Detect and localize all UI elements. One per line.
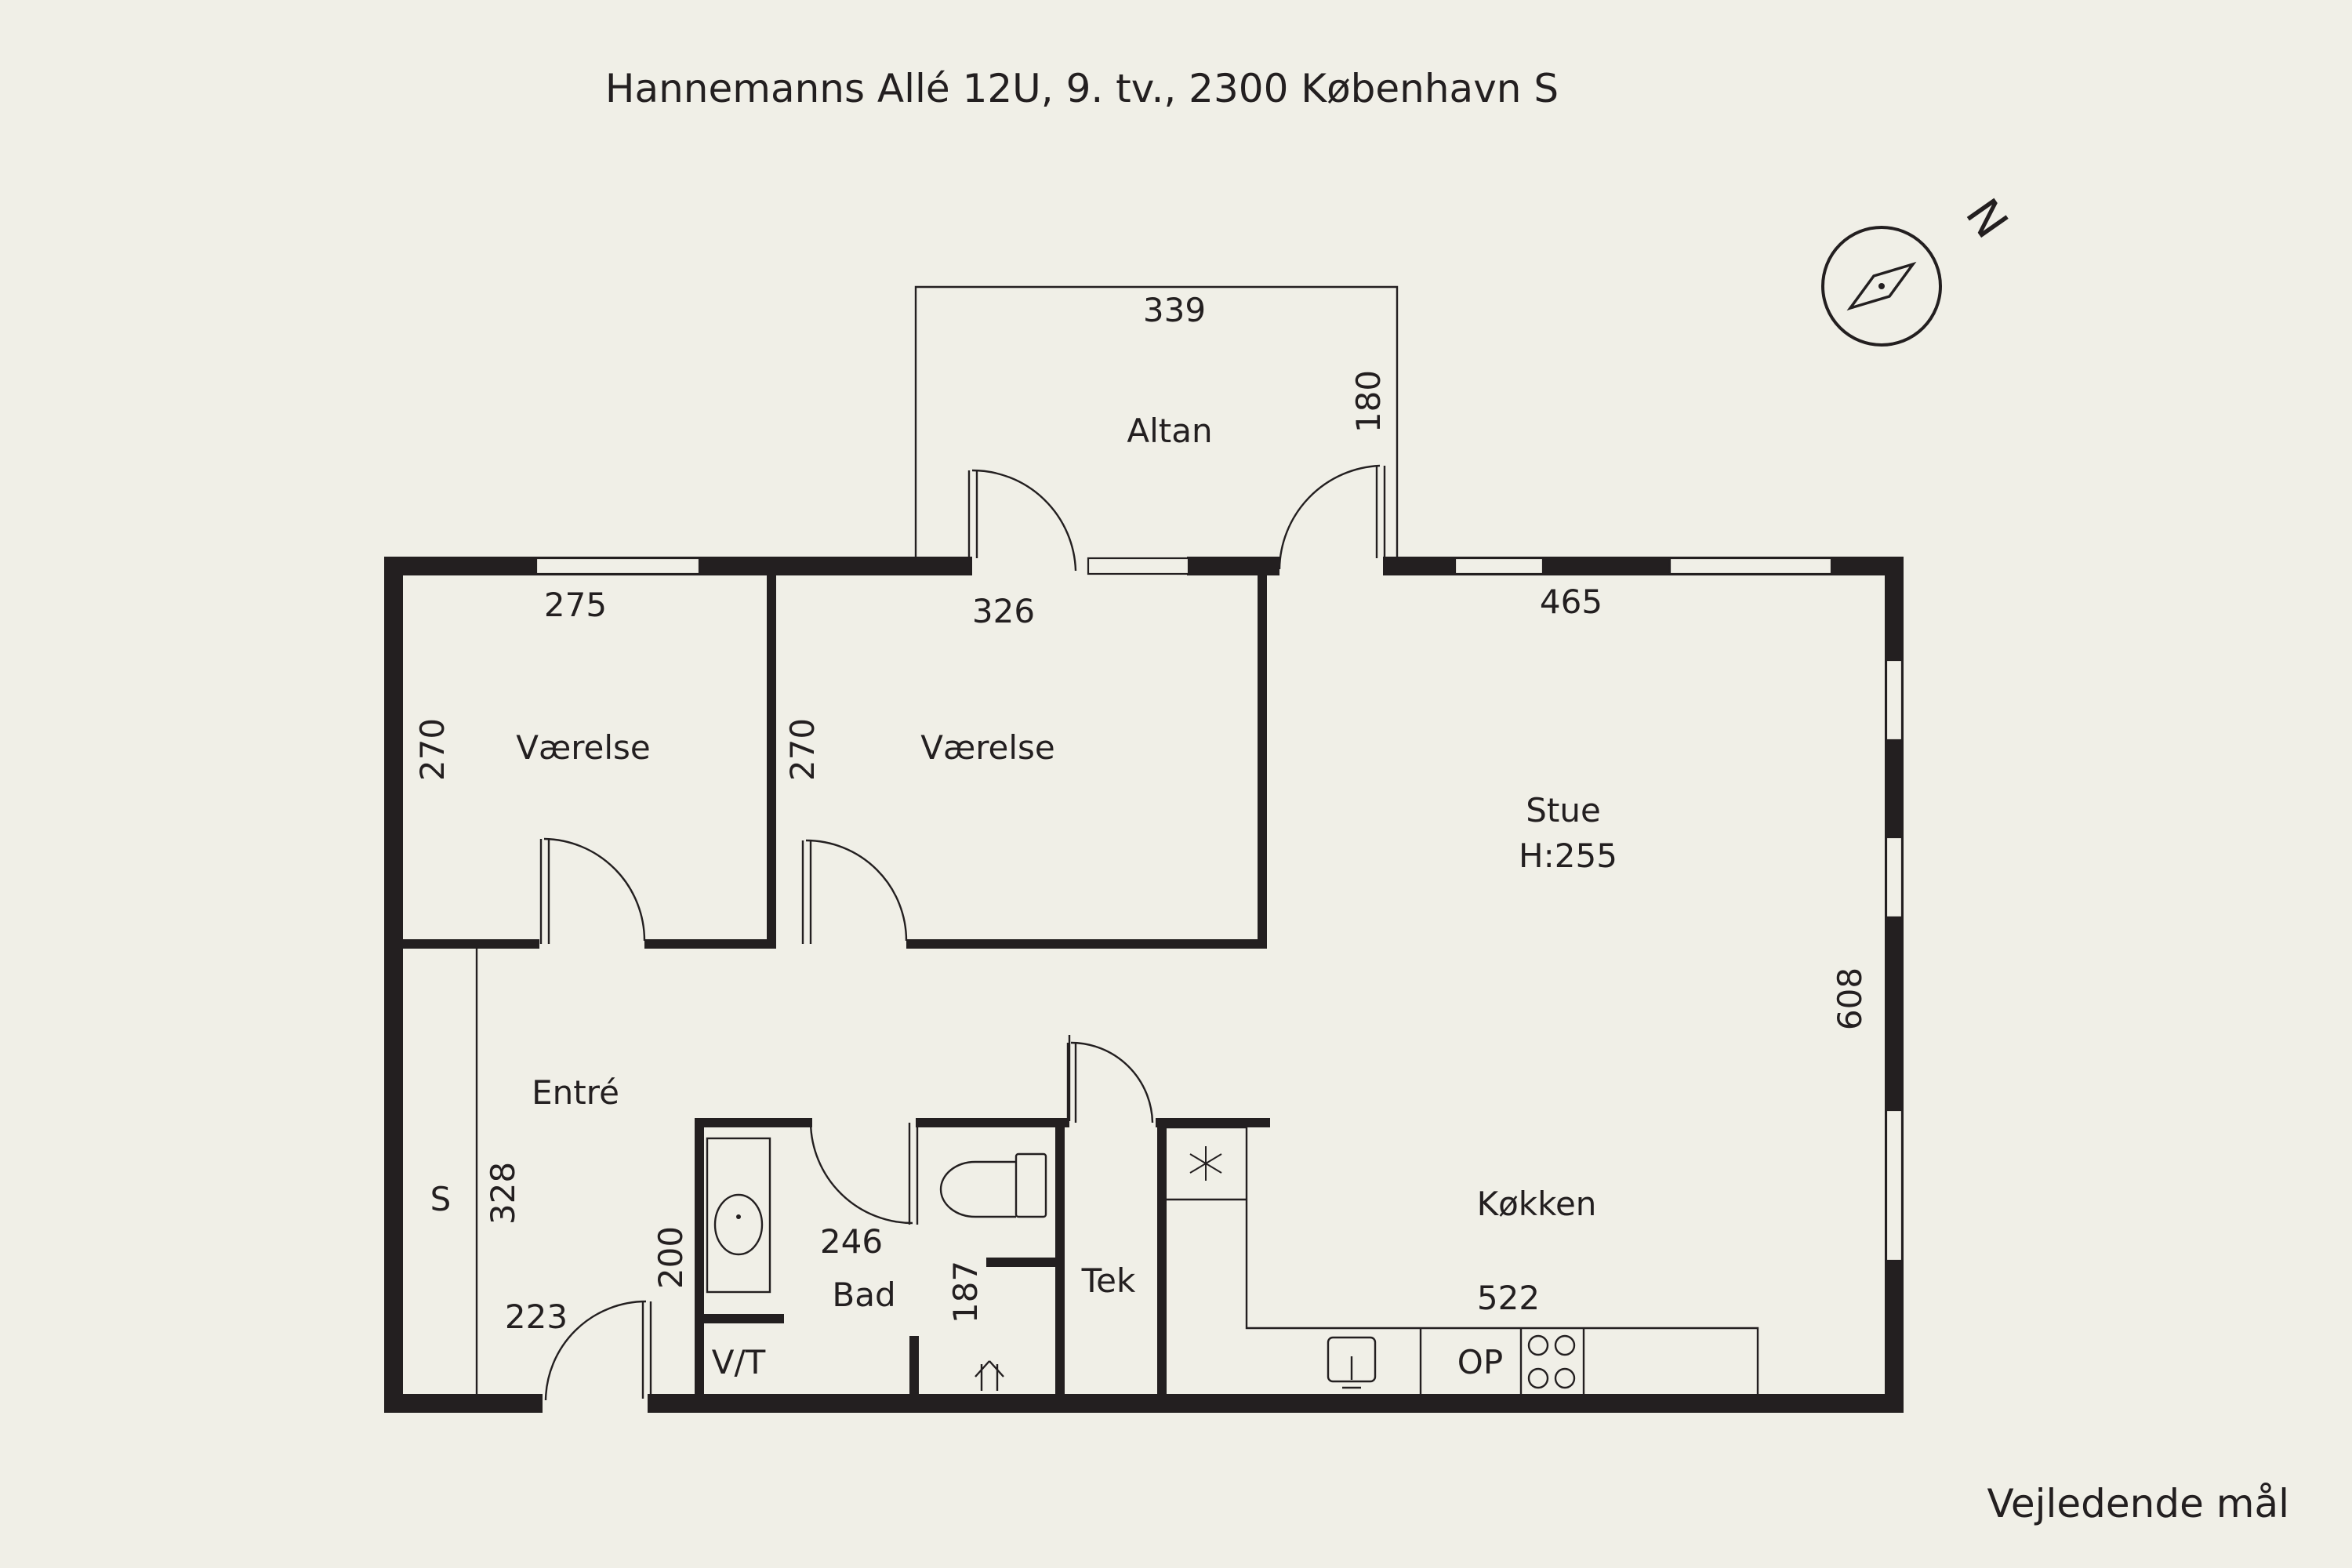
dim-altan-width: 339 [1143, 291, 1206, 329]
dim-bad-width: 246 [820, 1222, 883, 1261]
freezer-icon [1189, 1146, 1222, 1181]
door-bedroom-1 [539, 837, 646, 944]
dim-kokken-width: 522 [1477, 1279, 1540, 1317]
dim-v1-width: 275 [544, 586, 607, 624]
room-label-bad: Bad [832, 1276, 895, 1314]
room-label-altan: Altan [1127, 412, 1212, 450]
room-label-storage: S [430, 1180, 452, 1218]
room-label-vt: V/T [712, 1343, 766, 1381]
room-label-vaerelse-1: Værelse [516, 728, 651, 767]
dim-v2-depth: 270 [783, 718, 822, 781]
dim-v1-depth: 270 [413, 718, 452, 781]
toilet-icon [939, 1152, 1047, 1218]
windows [535, 557, 1904, 1262]
room-label-entre: Entré [532, 1073, 619, 1112]
dim-altan-depth: 180 [1349, 370, 1388, 433]
stove-icon [1527, 1334, 1576, 1389]
kitchen-sink-icon [1327, 1336, 1377, 1389]
balcony-outline [914, 285, 1399, 558]
compass-north-label: N [1955, 189, 2019, 248]
door-entrance [544, 1300, 652, 1401]
dim-stue-depth: 608 [1831, 967, 1869, 1030]
dim-stue-width: 465 [1540, 583, 1602, 621]
fixtures-lines [475, 949, 1759, 1396]
outer-walls [384, 557, 1904, 1413]
dim-entre-width: 223 [505, 1298, 568, 1336]
dim-bad-depth: 200 [652, 1226, 690, 1289]
washbasin-icon [706, 1137, 771, 1294]
dim-bad-inner: 187 [946, 1261, 985, 1323]
room-label-tek: Tek [1081, 1261, 1136, 1300]
door-tek [1066, 1041, 1154, 1123]
room-label-stue: Stue [1526, 791, 1601, 829]
floor-drain-icon [975, 1360, 1004, 1391]
footer-note: Vejledende mål [1987, 1481, 2289, 1526]
interior-walls [401, 574, 1270, 1400]
room-label-kokken: Køkken [1477, 1185, 1597, 1223]
door-balcony-right [1278, 464, 1386, 570]
door-balcony-left [967, 469, 1077, 572]
room-label-vaerelse-2: Værelse [920, 728, 1055, 767]
dim-v2-width: 326 [972, 592, 1035, 630]
door-bath [809, 1122, 919, 1225]
room-label-stue-height: H:255 [1519, 837, 1617, 875]
dim-entre-depth: 328 [484, 1162, 522, 1225]
room-label-op: OP [1457, 1343, 1503, 1381]
address-title: Hannemanns Allé 12U, 9. tv., 2300 Københ… [605, 66, 1559, 111]
door-bedroom-2 [801, 839, 908, 944]
doors [539, 464, 1386, 1401]
compass-icon [1821, 226, 1942, 347]
